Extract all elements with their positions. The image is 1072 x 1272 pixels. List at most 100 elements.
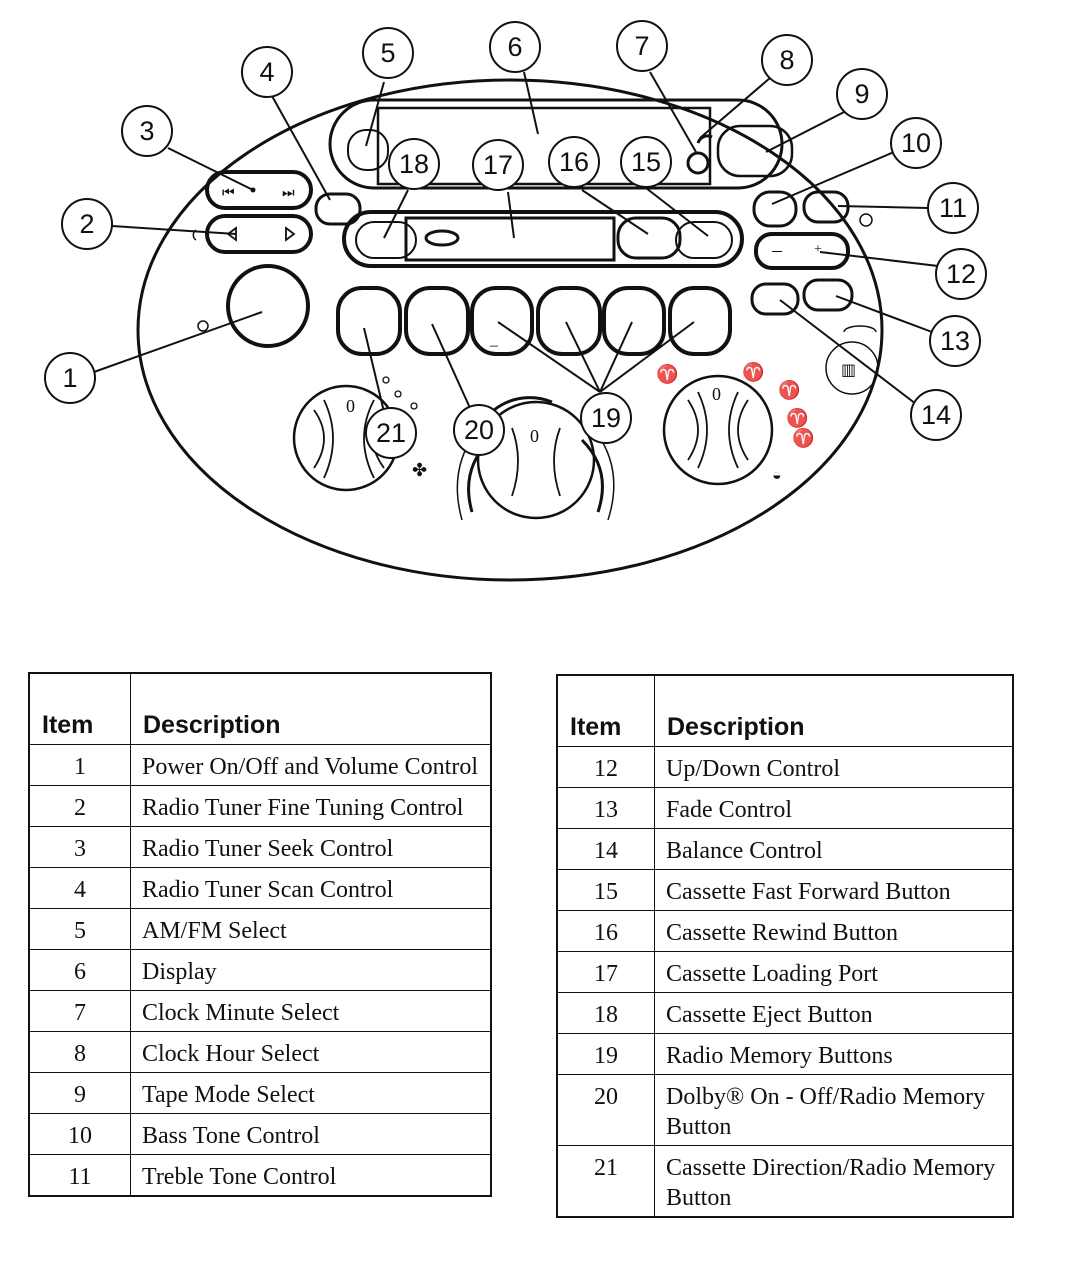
callout-12: 12	[935, 248, 987, 300]
item-description: Radio Tuner Scan Control	[130, 867, 492, 909]
item-number: 21	[556, 1145, 655, 1218]
eject-button[interactable]	[355, 221, 417, 259]
memory-button-19-2[interactable]	[536, 286, 602, 356]
seek-back-icon: ⏮	[222, 186, 235, 201]
item-header: Item	[28, 672, 131, 745]
clock-minute-button[interactable]	[686, 151, 710, 175]
tape-mode-button[interactable]	[716, 124, 794, 178]
item-number: 20	[556, 1074, 655, 1146]
item-number: 6	[28, 949, 131, 991]
item-number: 14	[556, 828, 655, 870]
memory-button-20[interactable]	[404, 286, 470, 356]
rewind-button[interactable]	[616, 216, 682, 260]
memory-button-19-3[interactable]	[602, 286, 666, 356]
item-description: Cassette Direction/Radio Memory Button	[654, 1145, 1014, 1218]
fade-button[interactable]	[802, 278, 854, 312]
fan-knob-zero: 0	[346, 396, 355, 416]
item-description: Balance Control	[654, 828, 1014, 870]
am-fm-select-button[interactable]	[347, 129, 389, 171]
defrost-button[interactable]	[825, 341, 879, 395]
item-number: 18	[556, 992, 655, 1034]
brand-logo-icon	[424, 229, 460, 247]
svg-text:2: 2	[79, 209, 94, 239]
item-number: 9	[28, 1072, 131, 1114]
minus-mark: –	[489, 337, 499, 354]
scan-button[interactable]	[314, 192, 362, 226]
memory-button-21[interactable]	[336, 286, 402, 356]
display-window	[376, 106, 712, 186]
callout-21: 21	[365, 407, 417, 459]
item-number: 16	[556, 910, 655, 952]
item-description: Display	[130, 949, 492, 991]
seek-forward-icon: ⏭	[282, 186, 295, 201]
callout-19: 19	[580, 392, 632, 444]
balance-button[interactable]	[750, 282, 800, 316]
item-number: 1	[28, 744, 131, 786]
callout-4: 4	[241, 46, 293, 98]
seek-button[interactable]	[205, 170, 313, 210]
bass-button[interactable]	[752, 190, 798, 228]
up-down-button[interactable]	[754, 232, 850, 270]
item-number: 12	[556, 746, 655, 788]
svg-text:17: 17	[483, 150, 513, 180]
item-description: Cassette Eject Button	[654, 992, 1014, 1034]
svg-text:19: 19	[591, 403, 621, 433]
vent-face-icon: ♈	[656, 363, 678, 384]
cassette-slot[interactable]	[404, 216, 616, 262]
callout-2: 2	[61, 198, 113, 250]
down-mark: –	[771, 239, 783, 261]
item-description: Power On/Off and Volume Control	[130, 744, 492, 786]
indicator-dot-a	[382, 376, 390, 384]
table-header-row: Item Description	[28, 672, 492, 745]
item-number: 8	[28, 1031, 131, 1073]
vent-defrost-floor-icon: ♈	[792, 427, 814, 448]
memory-button-19-4[interactable]	[668, 286, 732, 356]
item-description: Radio Tuner Seek Control	[130, 826, 492, 868]
callout-3: 3	[121, 105, 173, 157]
power-volume-knob[interactable]	[226, 264, 310, 348]
svg-text:6: 6	[507, 32, 522, 62]
item-number: 10	[28, 1113, 131, 1155]
leader-lines	[93, 71, 939, 413]
callout-10: 10	[890, 117, 942, 169]
item-number: 11	[28, 1154, 131, 1197]
callout-14: 14	[910, 389, 962, 441]
item-description: Treble Tone Control	[130, 1154, 492, 1197]
callout-6: 6	[489, 21, 541, 73]
fast-forward-button[interactable]	[675, 221, 733, 259]
svg-text:10: 10	[901, 128, 931, 158]
callout-7: 7	[616, 20, 668, 72]
table-header-row: Item Description	[556, 674, 1014, 747]
vent-bilevel-icon: ♈	[742, 361, 764, 382]
description-header: Description	[130, 672, 492, 745]
power-indicator	[197, 320, 209, 332]
callout-11: 11	[927, 182, 979, 234]
svg-text:8: 8	[779, 45, 794, 75]
item-number: 13	[556, 787, 655, 829]
item-description: Cassette Loading Port	[654, 951, 1014, 993]
fine-tune-button[interactable]	[205, 214, 313, 254]
callout-1: 1	[44, 352, 96, 404]
callout-18: 18	[388, 138, 440, 190]
panel-outline	[136, 78, 884, 582]
svg-text:14: 14	[921, 400, 951, 430]
memory-button-19-1[interactable]	[470, 286, 534, 356]
tune-right-icon	[285, 226, 296, 242]
air-distribution-knob[interactable]	[662, 374, 774, 486]
clock-hour-button[interactable]	[696, 134, 713, 144]
callout-16: 16	[548, 136, 600, 188]
item-description: Dolby® On - Off/Radio Memory Button	[654, 1074, 1014, 1146]
svg-text:1: 1	[62, 363, 77, 393]
